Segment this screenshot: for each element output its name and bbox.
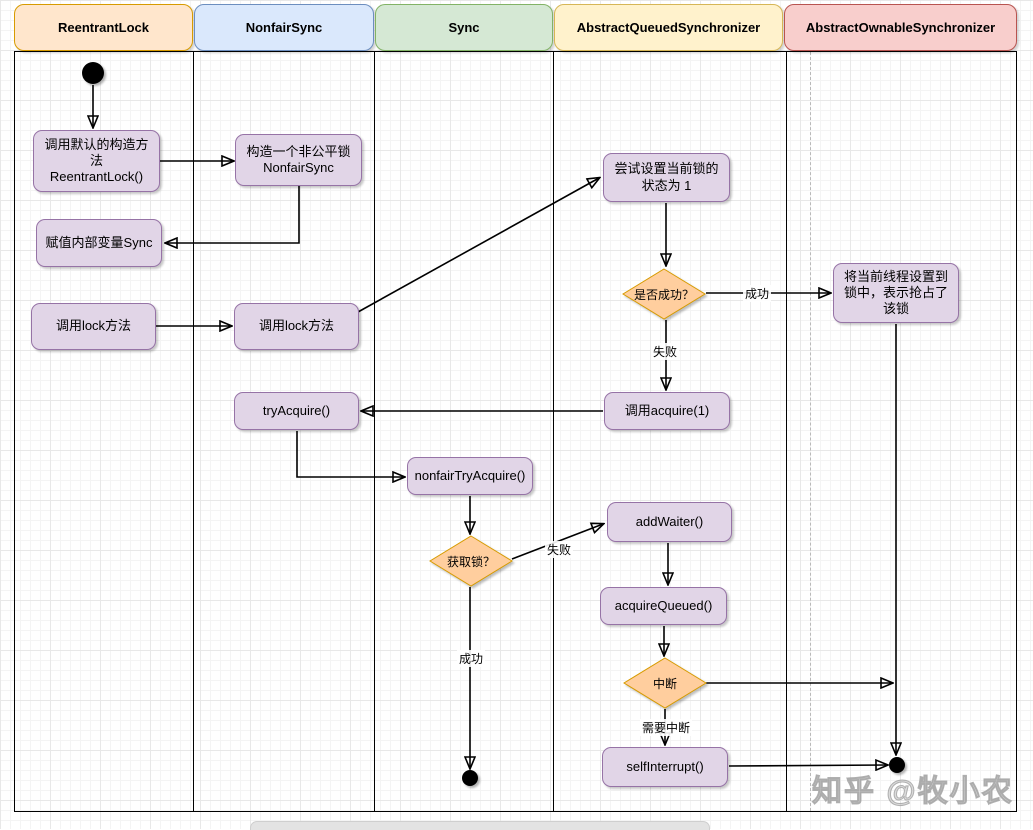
bottom-panel-edge[interactable]: [250, 821, 710, 830]
edge-label-need-interrupt: 需要中断: [640, 719, 693, 736]
node-build-nonfair[interactable]: 构造一个非公平锁 NonfairSync: [235, 134, 362, 186]
decision-got-lock[interactable]: 获取锁？: [429, 535, 513, 587]
decision-got-lock-label: 获取锁？: [446, 554, 495, 569]
end-node-sync[interactable]: [462, 770, 478, 786]
node-acquire-queued[interactable]: acquireQueued(): [600, 587, 727, 625]
node-add-waiter[interactable]: addWaiter(): [607, 502, 732, 542]
swimlane-pool-border: [14, 51, 1017, 812]
node-try-acquire[interactable]: tryAcquire(): [234, 392, 359, 430]
decision-interrupted-label: 中断: [652, 676, 677, 691]
decision-is-success-label: 是否成功？: [633, 287, 694, 302]
node-ctor-default[interactable]: 调用默认的构造方 法 ReentrantLock(): [33, 130, 160, 192]
edge-label-success-top: 成功: [743, 285, 772, 302]
node-nonfair-try-acquire[interactable]: nonfairTryAcquire(): [407, 457, 533, 495]
lane-separator-3: [553, 52, 554, 811]
decision-interrupted[interactable]: 中断: [623, 657, 707, 709]
lane-header-abstractownablesynchronizer[interactable]: AbstractOwnableSynchronizer: [784, 4, 1017, 51]
lane-separator-4: [786, 52, 787, 811]
lane-separator-2: [374, 52, 375, 811]
lane-separator-1: [193, 52, 194, 811]
lane-header-nonfairsync[interactable]: NonfairSync: [194, 4, 374, 51]
page-break-guide: [810, 52, 811, 811]
edge-label-success-down: 成功: [457, 650, 486, 667]
edge-label-fail-mid: 失败: [545, 541, 574, 558]
node-assign-sync[interactable]: 赋值内部变量Sync: [36, 219, 162, 267]
lane-header-abstractqueuedsynchronizer[interactable]: AbstractQueuedSynchronizer: [554, 4, 783, 51]
lane-header-sync[interactable]: Sync: [375, 4, 553, 51]
end-node-aos[interactable]: [889, 757, 905, 773]
node-set-owner[interactable]: 将当前线程设置到 锁中，表示抢占了 该锁: [833, 263, 959, 323]
start-node[interactable]: [82, 62, 104, 84]
lane-header-reentrantlock[interactable]: ReentrantLock: [14, 4, 193, 51]
edge-label-fail-top: 失败: [651, 343, 680, 360]
node-lock-reentrantlock[interactable]: 调用lock方法: [31, 303, 156, 350]
zhihu-watermark: 知乎 @牧小农: [812, 775, 1014, 809]
decision-is-success[interactable]: 是否成功？: [622, 268, 706, 320]
node-call-acquire[interactable]: 调用acquire(1): [604, 392, 730, 430]
node-lock-nonfairsync[interactable]: 调用lock方法: [234, 303, 359, 350]
node-self-interrupt[interactable]: selfInterrupt(): [602, 747, 728, 787]
node-try-set-state[interactable]: 尝试设置当前锁的 状态为 1: [603, 153, 730, 202]
